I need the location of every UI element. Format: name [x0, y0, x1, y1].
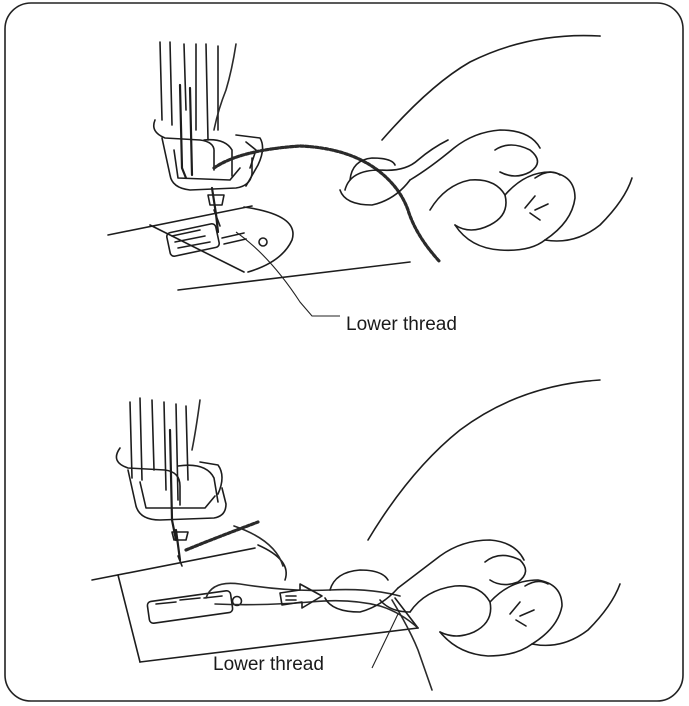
thread-lower-run-bottom: [215, 601, 418, 628]
hand-bottom: [325, 380, 620, 656]
figure-frame: [5, 3, 683, 701]
upper-thread-bottom: [192, 400, 200, 450]
top-panel: Lower thread: [108, 36, 632, 335]
lower-thread-top: [214, 146, 440, 262]
lower-thread-label-bottom: Lower thread: [213, 654, 324, 675]
lower-thread-leader-top: [236, 232, 340, 316]
lower-thread-label-top: Lower thread: [346, 314, 457, 335]
hand-top: [340, 36, 632, 251]
pull-direction-arrow: [280, 584, 322, 608]
lower-thread-loop-bottom: [186, 522, 258, 550]
lower-thread-leader-bottom: [372, 614, 398, 668]
needle-plate-top: [108, 206, 410, 290]
presser-foot-top: [154, 42, 263, 232]
bottom-panel: Lower thread: [92, 380, 620, 690]
